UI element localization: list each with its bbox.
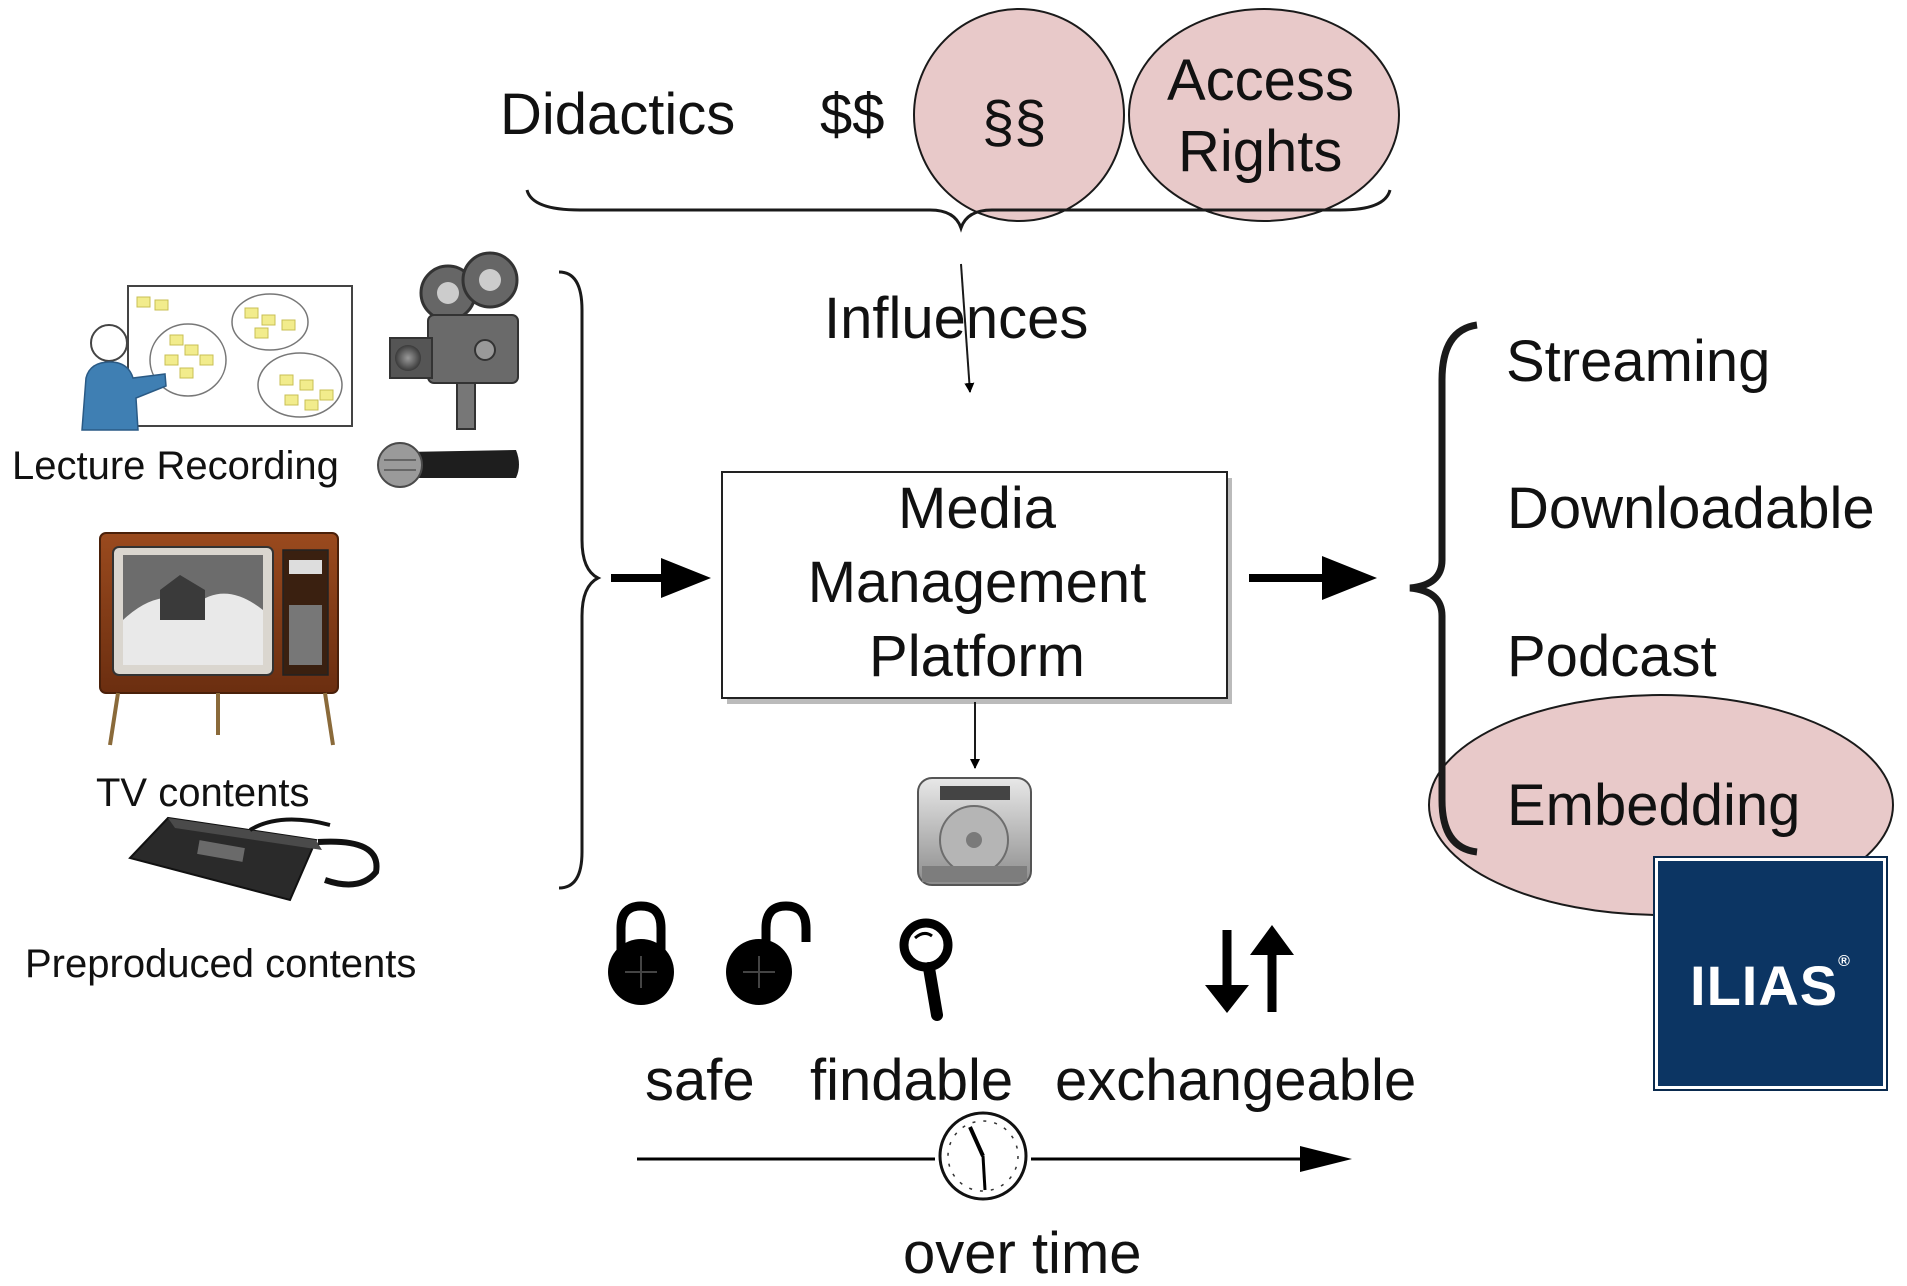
legal-highlight bbox=[913, 8, 1125, 222]
access-label: Access bbox=[1167, 48, 1354, 113]
television-icon bbox=[99, 532, 339, 746]
ilias-logo: ILIAS® bbox=[1653, 856, 1888, 1091]
vhs-cassette-icon bbox=[128, 816, 380, 902]
platform-line-platform: Platform bbox=[869, 624, 1085, 689]
ilias-logo-registered: ® bbox=[1838, 953, 1851, 970]
tv-contents-label: TV contents bbox=[96, 771, 310, 815]
findable-label: findable bbox=[810, 1048, 1014, 1113]
top-brace bbox=[525, 189, 1392, 233]
exchangeable-label: exchangeable bbox=[1055, 1048, 1417, 1113]
platform-box bbox=[721, 471, 1228, 699]
didactics-label: Didactics bbox=[500, 82, 736, 147]
exchange-arrows-icon bbox=[1205, 925, 1294, 1013]
open-lock-icon bbox=[726, 901, 811, 1005]
clock-icon bbox=[938, 1111, 1028, 1201]
input-arrowhead bbox=[661, 558, 711, 598]
safe-label: safe bbox=[645, 1048, 755, 1113]
legal-label: §§ bbox=[982, 90, 1047, 155]
hard-drive-icon bbox=[917, 777, 1032, 886]
influences-arrow bbox=[960, 263, 975, 393]
influences-label: Influences bbox=[824, 286, 1089, 351]
platform-line-management: Management bbox=[807, 550, 1147, 615]
over-time-label: over time bbox=[903, 1221, 1142, 1286]
rights-label: Rights bbox=[1178, 119, 1343, 184]
video-camera-icon bbox=[389, 251, 519, 430]
preproduced-contents-label: Preproduced contents bbox=[25, 942, 417, 986]
timeline-arrowhead bbox=[1300, 1146, 1352, 1172]
right-brace bbox=[1409, 321, 1478, 856]
lecture-recording-label: Lecture Recording bbox=[12, 444, 339, 488]
whiteboard-presenter-icon bbox=[81, 285, 353, 431]
downloadable-label: Downloadable bbox=[1507, 476, 1875, 541]
podcast-label: Podcast bbox=[1507, 624, 1717, 689]
streaming-label: Streaming bbox=[1506, 329, 1771, 394]
platform-title: Media Management Platform bbox=[722, 472, 1232, 694]
magnifier-icon bbox=[899, 918, 953, 1021]
money-label: $$ bbox=[820, 82, 885, 147]
microphone-icon bbox=[377, 442, 519, 488]
ilias-logo-text: ILIAS® bbox=[1658, 953, 1883, 1018]
platform-line-media: Media bbox=[898, 476, 1056, 541]
output-arrowhead bbox=[1322, 556, 1377, 600]
left-brace bbox=[558, 270, 602, 890]
ilias-logo-word: ILIAS bbox=[1690, 954, 1839, 1017]
embedding-label: Embedding bbox=[1507, 773, 1801, 838]
access-rights-highlight bbox=[1128, 8, 1400, 222]
closed-lock-icon bbox=[608, 901, 674, 1005]
